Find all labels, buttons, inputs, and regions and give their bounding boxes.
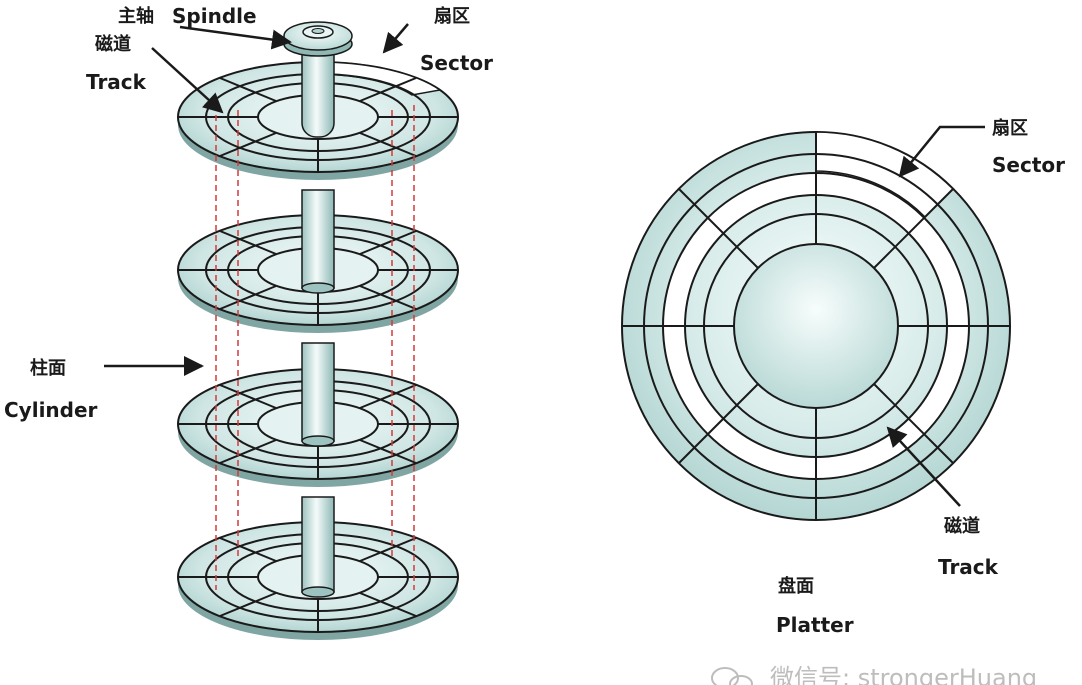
spindle-label: 主轴 Spindle	[118, 4, 292, 50]
cylinder-dashed-lines	[215, 105, 415, 590]
track-label-right-en: Track	[938, 555, 999, 579]
track-label-left-en: Track	[86, 70, 147, 94]
watermark: 微信号: strongerHuang	[711, 664, 1037, 685]
spindle-arrow	[179, 25, 292, 50]
track-label-right-cn: 磁道	[944, 515, 980, 537]
watermark-text: 微信号: strongerHuang	[770, 664, 1037, 685]
sector-label-left-cn: 扇区	[434, 5, 470, 27]
spindle-hub	[283, 21, 353, 57]
spindle-rod	[301, 41, 335, 598]
platter-label-en: Platter	[776, 613, 854, 637]
track-label-right: 磁道 Track	[886, 426, 999, 579]
spindle-label-en: Spindle	[172, 4, 257, 28]
track-arrow-right	[886, 426, 961, 507]
stacked-platters	[177, 21, 459, 640]
track-arrow-left	[151, 47, 224, 114]
cylinder-label: 柱面 Cylinder	[4, 356, 204, 422]
sector-arrow-right	[898, 125, 985, 178]
sector-label-left-en: Sector	[420, 51, 493, 75]
single-platter	[621, 131, 1011, 521]
cylinder-label-cn: 柱面	[30, 357, 66, 379]
sector-label-left: 扇区 Sector	[382, 5, 493, 75]
wechat-icon	[711, 667, 753, 685]
sector-label-right-cn: 扇区	[992, 117, 1028, 139]
platter-label-cn: 盘面	[778, 575, 814, 597]
spindle-label-cn: 主轴	[118, 5, 154, 27]
cylinder-label-en: Cylinder	[4, 398, 98, 422]
sector-label-right-en: Sector	[992, 153, 1065, 177]
sector-label-right: 扇区 Sector	[898, 117, 1065, 178]
track-label-left-cn: 磁道	[95, 33, 131, 55]
sector-arrow-left	[382, 23, 409, 54]
platter-label: 盘面 Platter	[776, 575, 854, 637]
track-label-left: 磁道 Track	[86, 33, 224, 114]
